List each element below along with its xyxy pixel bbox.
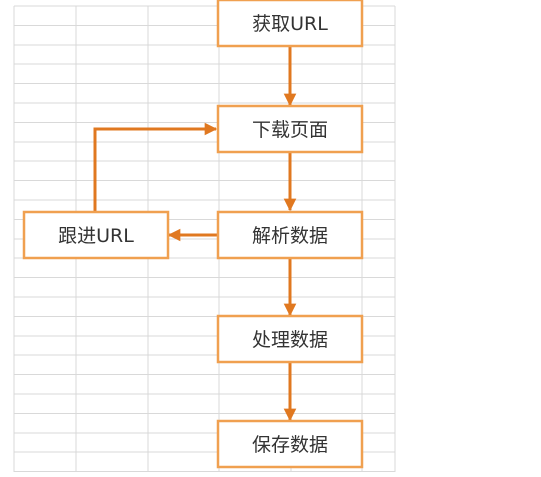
- connectors: [93, 46, 297, 422]
- node-follow-url: 跟进URL: [22, 210, 170, 260]
- node-get-url-label: 获取URL: [252, 13, 328, 35]
- node-save-data: 保存数据: [216, 419, 364, 469]
- node-follow-url-label: 跟进URL: [58, 225, 134, 247]
- node-get-url: 获取URL: [216, 0, 364, 48]
- node-download-page-label: 下载页面: [252, 119, 328, 141]
- edge-follow-url-to-download-page: [93, 122, 218, 212]
- node-parse-data: 解析数据: [216, 210, 364, 260]
- node-process-data: 处理数据: [216, 314, 364, 364]
- node-download-page: 下载页面: [216, 104, 364, 154]
- node-parse-data-label: 解析数据: [252, 225, 328, 247]
- nodes: 获取URL 下载页面 解析数据 处理数据 保存数据 跟进URL: [22, 0, 364, 469]
- node-save-data-label: 保存数据: [252, 434, 328, 456]
- node-process-data-label: 处理数据: [252, 329, 328, 351]
